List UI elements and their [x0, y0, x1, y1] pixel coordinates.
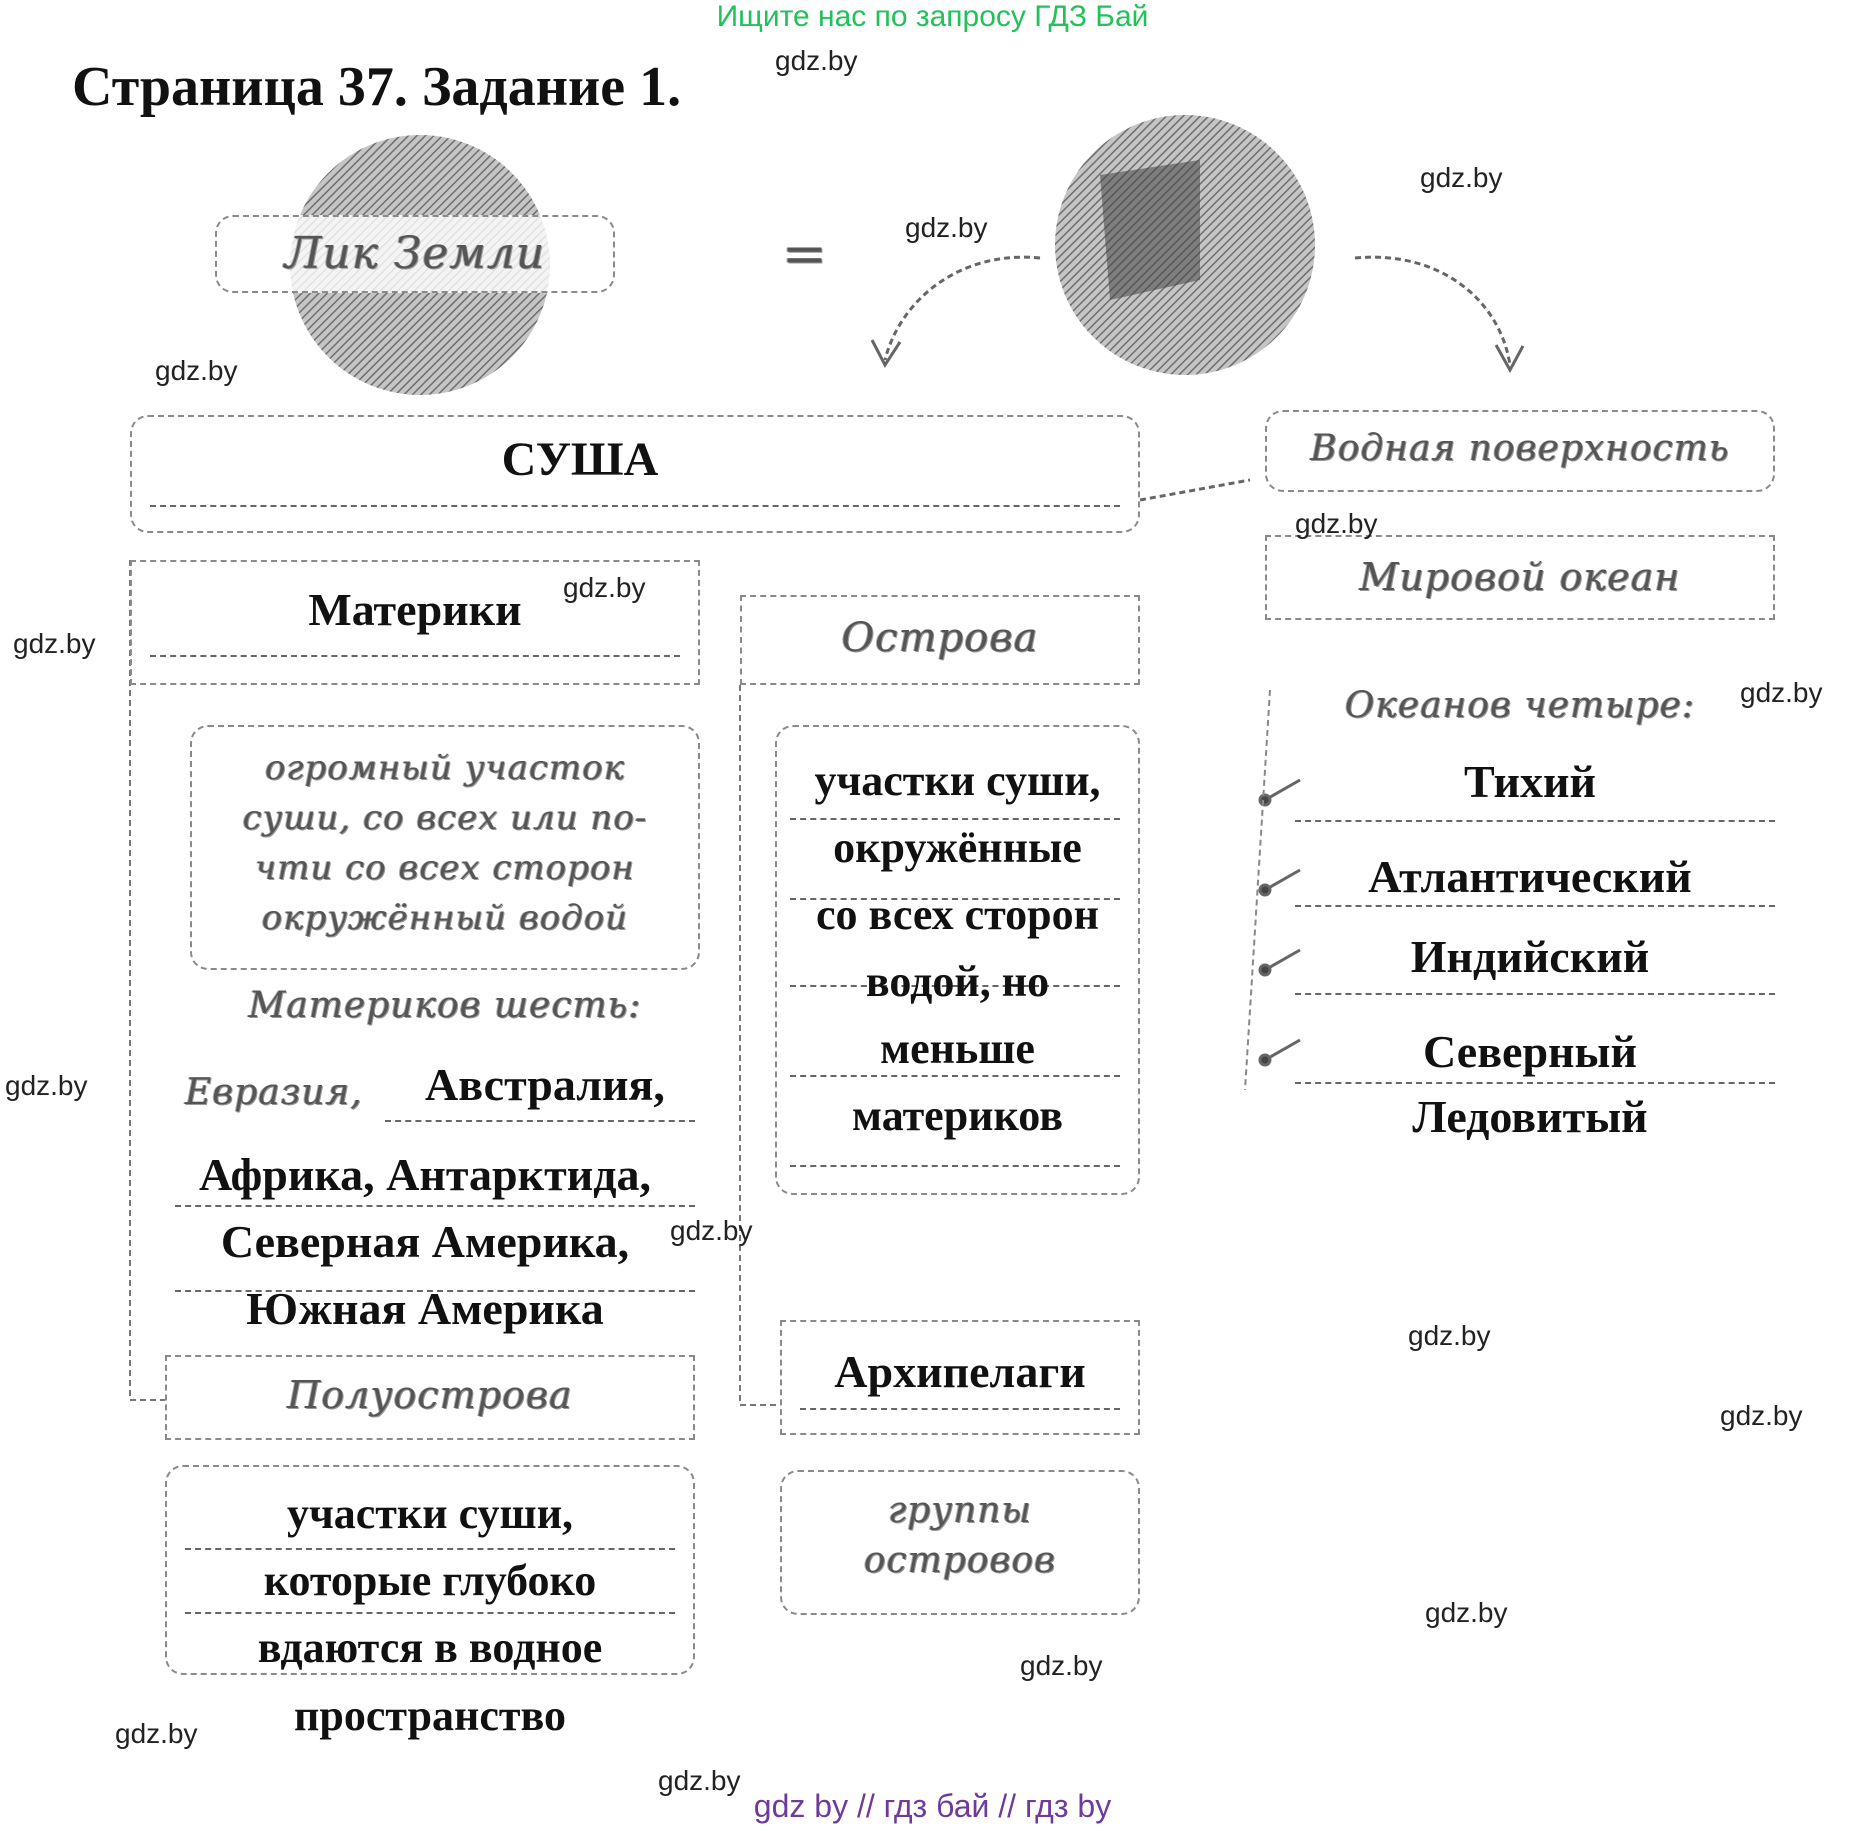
- peninsulas-definition-line-2: которые глубоко: [263, 1556, 597, 1605]
- watermark: gdz.by: [1425, 1597, 1508, 1628]
- water-box: [1265, 410, 1775, 492]
- watermark: gdz.by: [115, 1718, 198, 1749]
- watermark: gdz.by: [1740, 677, 1823, 708]
- continents-first-item: Евразия,: [185, 1072, 363, 1113]
- world-ocean: Мировой океан: [1359, 555, 1681, 599]
- ocean-underline-2: [1295, 905, 1775, 907]
- land-heading: СУША: [501, 433, 659, 486]
- continents-list-line-3: Северная Америка,: [220, 1216, 630, 1267]
- archipelagos-definition-line-1: группы: [888, 1490, 1032, 1531]
- islands-underline-5: [790, 1165, 1120, 1167]
- peninsulas-definition-line-4: пространство: [294, 1691, 566, 1740]
- land-box: [130, 415, 1140, 533]
- islands-definition-line-6: материков: [852, 1091, 1063, 1140]
- islands-definition-line-5: меньше: [880, 1024, 1035, 1073]
- islands-definition-line-1: участки суши,: [814, 756, 1101, 805]
- continents-definition-line-1: огромный участок: [264, 748, 626, 788]
- ocean-item-3: Индийский: [1410, 931, 1650, 982]
- ocean-underline-1: [1295, 820, 1775, 822]
- ocean-underline-4: [1295, 1082, 1775, 1084]
- archipelagos-underline: [800, 1408, 1120, 1410]
- archipelagos-definition-box: [780, 1470, 1140, 1615]
- continents-list-underline-3: [175, 1290, 695, 1292]
- continents-list-line-2: Африка, Антарктида,: [198, 1149, 652, 1200]
- peninsulas-box: [165, 1355, 695, 1440]
- equals-sign: =: [781, 222, 829, 285]
- continents-list-underline-1: [385, 1120, 695, 1122]
- islands-definition-line-4: водой, но: [865, 957, 1050, 1006]
- islands-underline-2: [790, 898, 1120, 900]
- islands-definition-box: [775, 725, 1140, 1195]
- continents-underline: [150, 655, 680, 657]
- earth-label-box: [215, 215, 615, 293]
- watermark: gdz.by: [1295, 508, 1378, 539]
- ocean-item-1: Тихий: [1463, 756, 1597, 807]
- continents-list-line-1: Австралия,: [425, 1059, 665, 1110]
- watermark: gdz.by: [13, 628, 96, 659]
- ocean-box: [1265, 535, 1775, 620]
- archipelagos-definition-line-2: островов: [863, 1540, 1057, 1581]
- islands-heading: Острова: [841, 615, 1039, 661]
- islands-definition-line-3: со всех сторон: [816, 890, 1099, 939]
- peninsulas-definition-box: [165, 1465, 695, 1675]
- continents-list-underline-2: [175, 1205, 695, 1207]
- archipelagos-box: [780, 1320, 1140, 1435]
- footer-links: gdz by // гдз бай // гдз by: [753, 1788, 1112, 1824]
- ocean-item-5: Ледовитый: [1412, 1091, 1648, 1142]
- watermark: gdz.by: [5, 1070, 88, 1101]
- earth-label: Лик Земли: [284, 228, 546, 279]
- oceans-count-label: Океанов четыре:: [1344, 685, 1696, 726]
- watermark: gdz.by: [1020, 1650, 1103, 1681]
- peninsulas-heading: Полуострова: [287, 1373, 573, 1417]
- land-underline: [150, 505, 1120, 507]
- watermark: gdz.by: [905, 212, 988, 243]
- islands-underline-4: [790, 1075, 1120, 1077]
- continents-count-label: Материков шесть:: [248, 985, 642, 1026]
- watermark: gdz.by: [155, 355, 238, 386]
- page-title: Страница 37. Задание 1.: [72, 56, 682, 118]
- watermark: gdz.by: [775, 45, 858, 76]
- ocean-underline-3: [1295, 993, 1775, 995]
- watermark: gdz.by: [670, 1215, 753, 1246]
- peninsulas-underline-2: [185, 1612, 675, 1614]
- continents-list-line-4: Южная Америка: [246, 1283, 604, 1334]
- arrow-right-curve: [1354, 255, 1512, 366]
- peninsulas-definition-line-1: участки суши,: [286, 1489, 574, 1538]
- continents-box: [130, 560, 700, 685]
- watermark: gdz.by: [658, 1765, 741, 1796]
- arrow-left-curve: [883, 255, 1041, 361]
- continents-definition-line-3: чти со всех сторон: [255, 848, 635, 888]
- continents-definition-box: [190, 725, 700, 970]
- watermark: gdz.by: [1720, 1400, 1803, 1431]
- ocean-item-2: Атлантический: [1368, 851, 1692, 902]
- islands-underline-3: [790, 985, 1120, 987]
- continents-definition-line-4: окружённый водой: [261, 898, 629, 938]
- islands-underline-1: [790, 818, 1120, 820]
- continents-definition-line-2: суши, со всех или по-: [242, 798, 648, 838]
- watermark: gdz.by: [1420, 162, 1503, 193]
- watermark: gdz.by: [1408, 1320, 1491, 1351]
- islands-definition-line-2: окружённые: [833, 823, 1082, 872]
- watermark: gdz.by: [563, 572, 646, 603]
- ocean-item-4: Северный: [1423, 1026, 1637, 1077]
- peninsulas-underline-1: [185, 1548, 675, 1550]
- peninsulas-definition-line-3: вдаются в водное: [257, 1623, 603, 1672]
- search-banner: Ищите нас по запросу ГДЗ Бай: [716, 0, 1149, 33]
- archipelagos-heading: Архипелаги: [834, 1346, 1086, 1397]
- islands-box: [740, 595, 1140, 685]
- water-heading: Водная поверхность: [1310, 428, 1730, 469]
- continents-heading: Материки: [308, 584, 522, 635]
